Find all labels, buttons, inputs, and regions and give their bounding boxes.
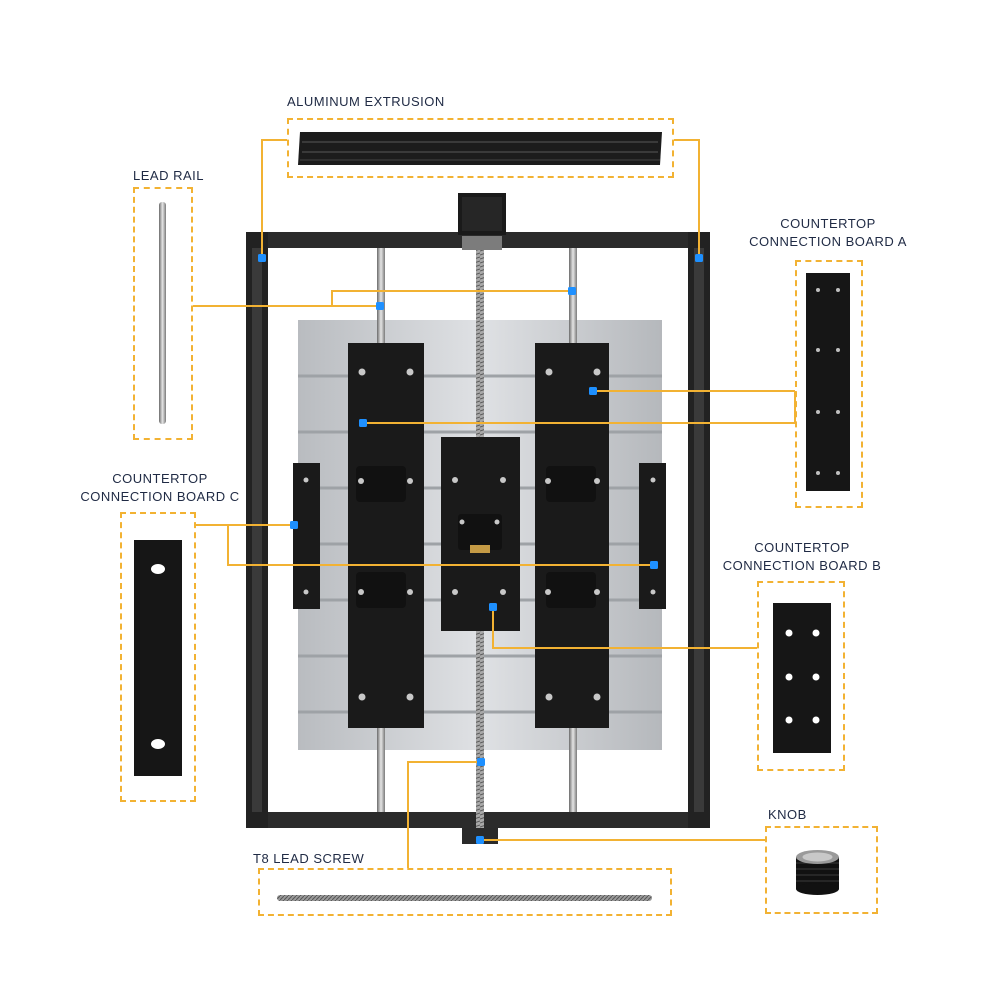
board-a-part — [806, 273, 850, 491]
label-lead-rail: LEAD RAIL — [133, 168, 204, 183]
label-t8-lead-screw: T8 LEAD SCREW — [253, 851, 365, 866]
callout-box-lead-rail — [133, 187, 193, 440]
callout-lines — [193, 139, 796, 868]
label-board-a-line2: CONNECTION BOARD A — [749, 234, 907, 249]
label-board-b-line2: CONNECTION BOARD B — [722, 558, 882, 573]
label-knob: KNOB — [768, 807, 807, 822]
label-board-b-line1: COUNTERTOP — [754, 540, 850, 555]
label-board-a-line1: COUNTERTOP — [780, 216, 876, 231]
label-board-a: COUNTERTOP CONNECTION BOARD A — [738, 215, 918, 251]
board-c-part — [134, 540, 182, 776]
knob-part — [796, 850, 839, 895]
label-board-c-line1: COUNTERTOP — [112, 471, 208, 486]
callout-box-aluminum-extrusion — [287, 118, 674, 178]
label-board-c-line2: CONNECTION BOARD C — [80, 489, 240, 504]
label-aluminum-extrusion: ALUMINUM EXTRUSION — [287, 94, 445, 109]
lead-rail-part — [159, 202, 166, 424]
callout-box-t8-lead-screw — [258, 868, 672, 916]
marker-dots — [258, 254, 703, 844]
callout-box-board-a — [795, 260, 863, 508]
aluminum-extrusion-part — [298, 132, 662, 165]
label-board-b: COUNTERTOP CONNECTION BOARD B — [712, 539, 892, 575]
label-board-c: COUNTERTOP CONNECTION BOARD C — [70, 470, 250, 506]
callout-box-board-b — [757, 581, 845, 771]
callout-box-knob — [765, 826, 878, 914]
t8-lead-screw-part — [277, 895, 652, 901]
callout-box-board-c — [120, 512, 196, 802]
board-b-part — [773, 603, 831, 753]
